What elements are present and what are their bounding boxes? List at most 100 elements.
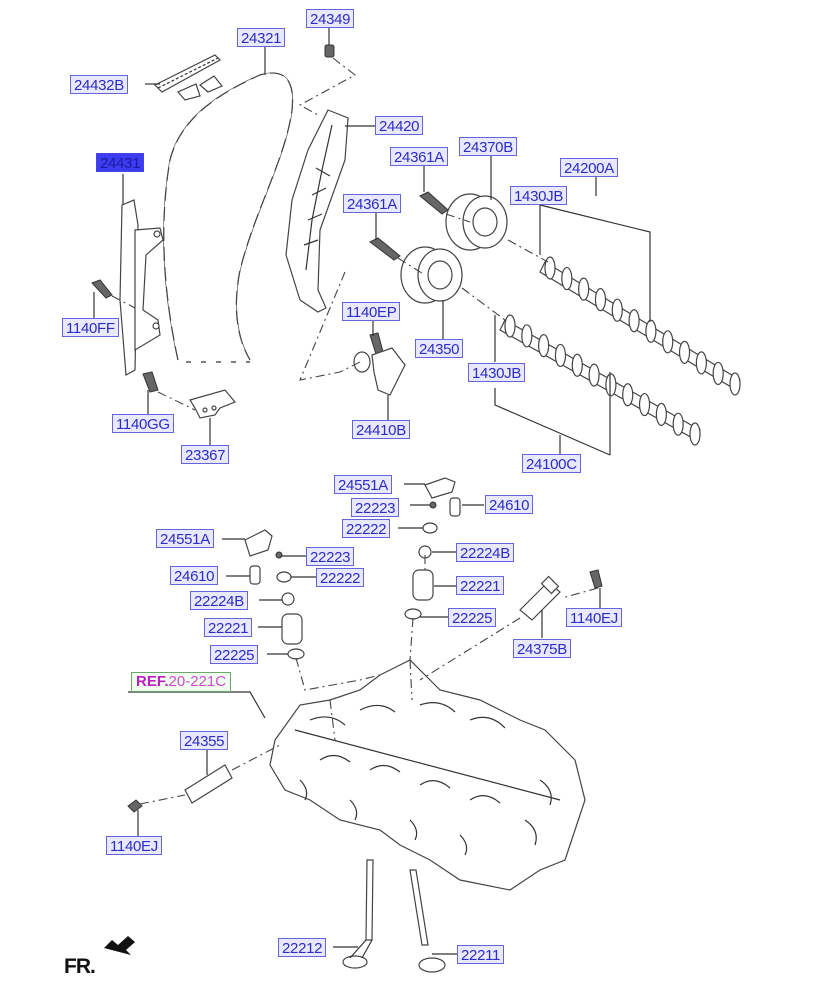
valve-cotter-lower[interactable] — [275, 551, 283, 559]
part-label-24349[interactable]: 24349 — [306, 9, 355, 28]
cam-lobe — [672, 412, 684, 436]
bolt-24361a-upper[interactable] — [419, 191, 449, 215]
rocker-arm-lower[interactable] — [244, 529, 273, 557]
part-label-22223-upper[interactable]: 22223 — [351, 498, 400, 517]
part-label-24361a-lower[interactable]: 24361A — [343, 194, 401, 213]
cam-lobe — [605, 373, 617, 397]
part-label-24610-lower[interactable]: 24610 — [170, 566, 219, 585]
cam-lobe — [544, 256, 556, 280]
camshaft-24100c[interactable] — [499, 314, 701, 446]
spring-seat-upper[interactable] — [404, 608, 422, 620]
part-label-24100c[interactable]: 24100C — [522, 454, 581, 473]
cam-sprocket-24370b[interactable] — [445, 193, 508, 251]
part-label-1140gg[interactable]: 1140GG — [112, 414, 174, 433]
part-label-24432b[interactable]: 24432B — [70, 75, 128, 94]
cam-lobe — [678, 340, 691, 364]
bolt-1140ff[interactable] — [91, 279, 113, 299]
oil-control-valve-24375b[interactable] — [519, 575, 561, 621]
part-label-1140ep[interactable]: 1140EP — [342, 302, 401, 321]
cam-lobe — [695, 351, 707, 375]
reference-prefix: REF. — [136, 673, 169, 690]
cam-lobe — [571, 353, 583, 377]
valve-exhaust-22212[interactable] — [342, 859, 374, 969]
part-label-22221-upper[interactable]: 22221 — [456, 576, 505, 595]
part-label-24420[interactable]: 24420 — [375, 116, 424, 135]
oil-control-valve-24355[interactable] — [184, 764, 233, 804]
assembly-lines — [111, 57, 599, 805]
part-label-24361a-upper[interactable]: 24361A — [390, 147, 448, 166]
bolt-24349[interactable] — [324, 44, 335, 58]
part-label-24410b[interactable]: 24410B — [352, 420, 410, 439]
part-label-22211[interactable]: 22211 — [457, 945, 505, 964]
part-label-23367[interactable]: 23367 — [181, 445, 230, 464]
part-label-24355[interactable]: 24355 — [180, 731, 229, 750]
valve-spring-lower[interactable] — [281, 613, 303, 645]
cam-lobe — [662, 330, 674, 354]
spring-retainer-upper[interactable] — [422, 522, 438, 534]
part-label-22223-lower[interactable]: 22223 — [306, 547, 355, 566]
part-label-1140ej-left[interactable]: 1140EJ — [106, 836, 162, 855]
front-arrow-icon — [104, 936, 135, 955]
tensioner-arm[interactable] — [285, 109, 349, 313]
cam-lobe — [638, 392, 651, 417]
part-label-24370b[interactable]: 24370B — [459, 137, 517, 156]
part-label-24350[interactable]: 24350 — [415, 339, 464, 358]
part-label-1430jb-lower[interactable]: 1430JB — [468, 363, 526, 382]
cam-lobe — [561, 266, 573, 291]
valve-spring-upper[interactable] — [412, 569, 434, 601]
cam-lobe — [578, 277, 590, 301]
bolt-1140ep[interactable] — [369, 332, 384, 355]
part-label-24375b[interactable]: 24375B — [513, 639, 571, 658]
part-label-24200a[interactable]: 24200A — [560, 158, 618, 177]
chain-guide-left[interactable] — [119, 199, 164, 376]
cylinder-head[interactable] — [269, 659, 586, 891]
cam-lobe — [538, 334, 550, 358]
valve-intake-22211[interactable] — [409, 869, 446, 973]
cam-lobe — [594, 288, 607, 312]
chain-guide-upper[interactable] — [153, 54, 223, 101]
bolt-1140gg[interactable] — [142, 371, 159, 393]
part-label-22212[interactable]: 22212 — [278, 938, 327, 957]
part-label-1430jb-upper[interactable]: 1430JB — [510, 186, 568, 205]
front-direction-label: FR. — [64, 955, 96, 978]
cam-lobe — [645, 319, 657, 343]
cam-lobe — [611, 298, 623, 322]
reference-link[interactable]: REF.20-221C — [131, 672, 232, 692]
lash-adjuster-upper[interactable] — [449, 497, 461, 517]
bolt-24361a-lower[interactable] — [369, 237, 401, 261]
bolt-1140ej-right[interactable] — [589, 569, 603, 589]
reference-code: 20-221C — [168, 673, 227, 690]
part-label-22224b-upper[interactable]: 22224B — [456, 543, 514, 562]
valve-seal-lower[interactable] — [281, 592, 295, 606]
spring-seat-lower[interactable] — [287, 648, 305, 660]
bolt-1140ej-left[interactable] — [127, 799, 143, 813]
bracket-23367[interactable] — [189, 389, 236, 419]
part-label-22224b-lower[interactable]: 22224B — [190, 591, 248, 610]
part-label-24321[interactable]: 24321 — [237, 28, 286, 47]
rocker-arm-upper[interactable] — [424, 477, 456, 499]
part-label-22222-lower[interactable]: 22222 — [316, 568, 365, 587]
valve-cotter-upper[interactable] — [429, 501, 437, 509]
spring-retainer-lower[interactable] — [276, 571, 292, 583]
camshaft-24200a[interactable] — [539, 256, 741, 396]
part-label-24431[interactable]: 24431 — [96, 153, 145, 172]
cam-lobe — [689, 422, 701, 446]
cam-lobe — [729, 372, 741, 396]
cam-lobe — [588, 363, 600, 387]
part-label-22222-upper[interactable]: 22222 — [342, 519, 391, 538]
part-label-24610-upper[interactable]: 24610 — [485, 495, 534, 514]
part-label-22225-lower[interactable]: 22225 — [210, 645, 259, 664]
part-label-22221-lower[interactable]: 22221 — [204, 618, 253, 637]
part-label-1140ej-right[interactable]: 1140EJ — [566, 608, 622, 627]
cam-sprocket-24350[interactable] — [400, 246, 463, 304]
part-label-24551a-upper[interactable]: 24551A — [334, 475, 392, 494]
lash-adjuster-lower[interactable] — [249, 565, 261, 585]
chain-tensioner[interactable] — [353, 347, 406, 396]
timing-chain[interactable] — [163, 72, 294, 364]
part-label-24551a-lower[interactable]: 24551A — [156, 529, 214, 548]
part-label-22225-upper[interactable]: 22225 — [448, 608, 497, 627]
cam-lobe — [655, 402, 667, 426]
cam-lobe — [504, 314, 516, 338]
leader-lines — [93, 28, 651, 955]
part-label-1140ff[interactable]: 1140FF — [62, 318, 119, 337]
